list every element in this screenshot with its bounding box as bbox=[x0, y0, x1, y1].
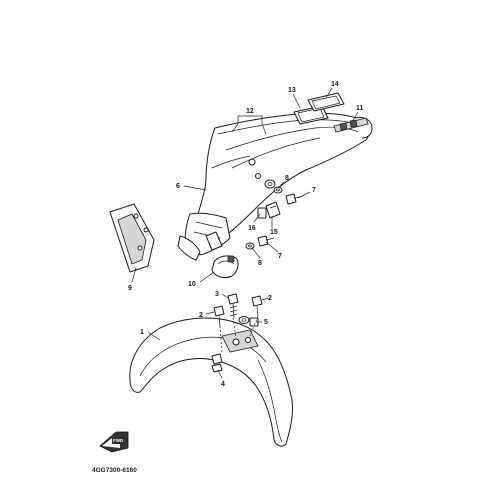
decal-14 bbox=[307, 92, 345, 112]
callout-5: 5 bbox=[264, 319, 268, 326]
rear-fender bbox=[177, 112, 373, 261]
callout-1: 1 bbox=[140, 329, 144, 336]
callout-2-right: 2 bbox=[268, 295, 272, 302]
callout-10: 10 bbox=[188, 281, 196, 288]
fender-flap bbox=[109, 203, 155, 273]
front-hardware bbox=[213, 293, 263, 353]
callout-12: 12 bbox=[246, 108, 254, 115]
front-fender bbox=[129, 317, 293, 447]
callout-11: 11 bbox=[356, 105, 364, 112]
callout-13: 13 bbox=[288, 87, 296, 94]
callout-7-upper: 7 bbox=[312, 187, 316, 194]
callout-6: 6 bbox=[176, 183, 180, 190]
callout-15: 15 bbox=[270, 229, 278, 236]
diagram-code: 4GG7300-6160 bbox=[92, 467, 137, 474]
callout-16: 16 bbox=[248, 225, 256, 232]
callout-4: 4 bbox=[221, 381, 225, 388]
rear-hardware bbox=[245, 179, 301, 250]
callout-leaders bbox=[131, 87, 359, 379]
callout-14: 14 bbox=[331, 81, 339, 88]
callout-8-lower: 8 bbox=[258, 260, 262, 267]
reflector bbox=[211, 255, 239, 279]
decal-11 bbox=[333, 117, 369, 133]
fwd-arrow-icon: FWD bbox=[99, 431, 129, 453]
svg-text:FWD: FWD bbox=[113, 438, 124, 443]
callout-7-lower: 7 bbox=[278, 253, 282, 260]
callout-9: 9 bbox=[128, 285, 132, 292]
callout-labels: 12 13 14 11 6 8 7 16 15 7 8 9 10 3 2 2 5… bbox=[128, 81, 364, 388]
callout-8-upper: 8 bbox=[285, 175, 289, 182]
callout-3: 3 bbox=[215, 291, 219, 298]
callout-2-left: 2 bbox=[199, 312, 203, 319]
